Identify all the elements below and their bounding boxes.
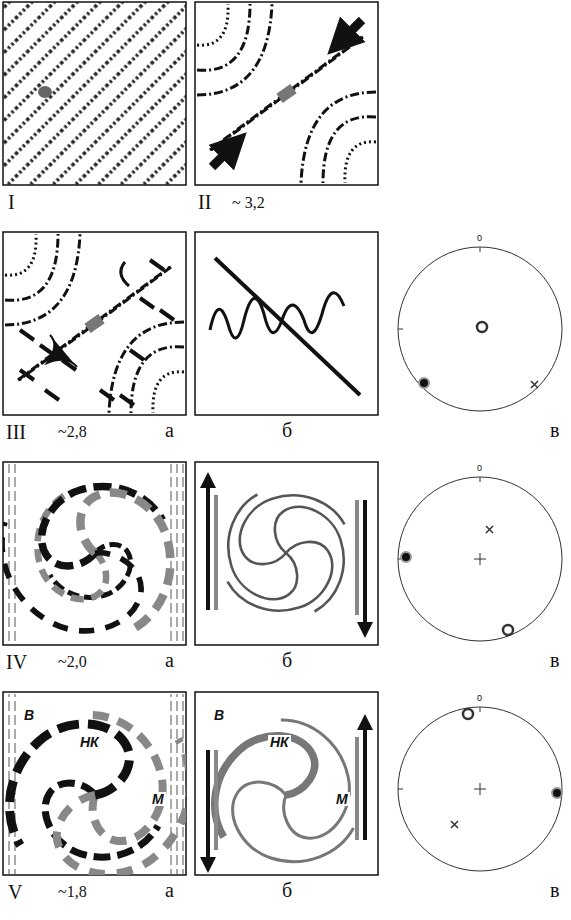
subfigure-letter: б [282, 650, 292, 670]
panel-numeral: II [198, 192, 211, 212]
age-label: ~ 3,2 [232, 195, 265, 211]
north-mark: 0 [477, 234, 482, 243]
subfigure-letter: а [165, 420, 174, 440]
panel-numeral: III [6, 422, 26, 442]
panel-numeral: I [8, 192, 15, 212]
subfigure-letter: а [165, 650, 174, 670]
domain-letter: М [334, 792, 350, 806]
age-label: ~1,8 [58, 884, 87, 900]
panel-numeral: IV [6, 652, 27, 672]
panel-numeral: V [8, 882, 22, 902]
subfigure-letter: б [282, 420, 292, 440]
domain-letter: М [150, 792, 166, 806]
subfigure-letter: в [550, 880, 559, 900]
subfigure-letter: в [550, 650, 559, 670]
domain-letter: НК [268, 735, 291, 749]
north-mark: 0 [477, 694, 482, 703]
domain-letter: В [22, 708, 36, 722]
subfigure-letter: а [165, 880, 174, 900]
subfigure-letter: в [550, 420, 559, 440]
subfigure-letter: б [282, 880, 292, 900]
north-mark: 0 [477, 464, 482, 473]
domain-letter: НК [78, 735, 101, 749]
age-label: ~2,0 [58, 654, 87, 670]
domain-letter: В [212, 708, 226, 722]
age-label: ~2,8 [58, 424, 87, 440]
